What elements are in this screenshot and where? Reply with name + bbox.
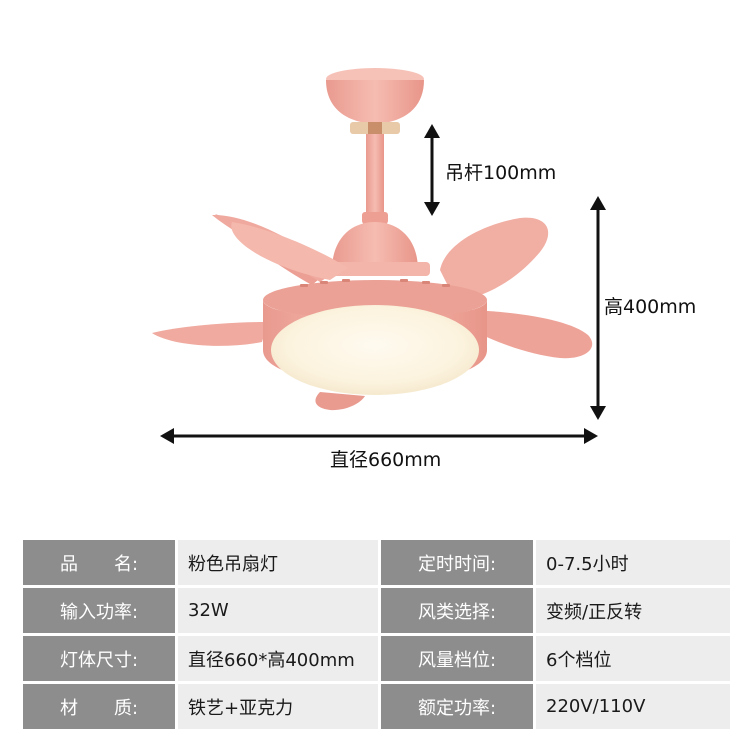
diameter-dimension-arrow [160, 428, 598, 444]
spec-row: 品 名: 粉色吊扇灯 定时时间: 0-7.5小时 [20, 537, 733, 588]
lamp-ring-top [263, 280, 487, 320]
downrod [366, 134, 384, 218]
height-dimension-arrow [590, 196, 606, 420]
spec-label-name: 品 名: [20, 537, 178, 588]
spec-label-timer: 定时时间: [378, 537, 536, 588]
product-figure: 吊杆100mm 高400mm 直径660mm [152, 68, 697, 471]
fan-blade-right-top [440, 217, 549, 300]
spec-value-name: 粉色吊扇灯 [175, 537, 381, 588]
spec-label-wind-levels: 风量档位: [378, 633, 536, 684]
spec-row: 材 质: 铁艺+亚克力 额定功率: 220V/110V [20, 681, 733, 732]
spec-label-wind-type: 风类选择: [378, 585, 536, 636]
spec-label-size: 灯体尺寸: [20, 633, 178, 684]
spec-row: 灯体尺寸: 直径660*高400mm 风量档位: 6个档位 [20, 633, 733, 684]
rod-dimension-arrow [424, 124, 440, 216]
fan-blade-left [152, 322, 268, 346]
fan-blade-front-left [231, 222, 348, 280]
lamp-shade [271, 305, 479, 395]
spec-value-rated-power: 220V/110V [533, 681, 733, 732]
fan-blade-right-bottom [470, 310, 593, 359]
spec-table: 品 名: 粉色吊扇灯 定时时间: 0-7.5小时 输入功率: 32W 风类选择:… [20, 537, 733, 732]
diameter-label: 直径660mm [330, 449, 442, 471]
fan-blade-bottom [315, 392, 365, 411]
spec-value-material: 铁艺+亚克力 [175, 681, 381, 732]
height-label: 高400mm [604, 296, 697, 318]
spec-label-material: 材 质: [20, 681, 178, 732]
motor-housing [332, 222, 418, 270]
spec-row: 输入功率: 32W 风类选择: 变频/正反转 [20, 585, 733, 636]
canopy-body [326, 80, 424, 124]
spec-value-size: 直径660*高400mm [175, 633, 381, 684]
spec-value-input-power: 32W [175, 585, 381, 636]
spec-value-timer: 0-7.5小时 [533, 537, 733, 588]
ceiling-fan-illustration [152, 68, 606, 444]
spec-label-rated-power: 额定功率: [378, 681, 536, 732]
spec-value-wind-levels: 6个档位 [533, 633, 733, 684]
spec-label-input-power: 输入功率: [20, 585, 178, 636]
spec-value-wind-type: 变频/正反转 [533, 585, 733, 636]
rod-length-label: 吊杆100mm [445, 162, 557, 184]
